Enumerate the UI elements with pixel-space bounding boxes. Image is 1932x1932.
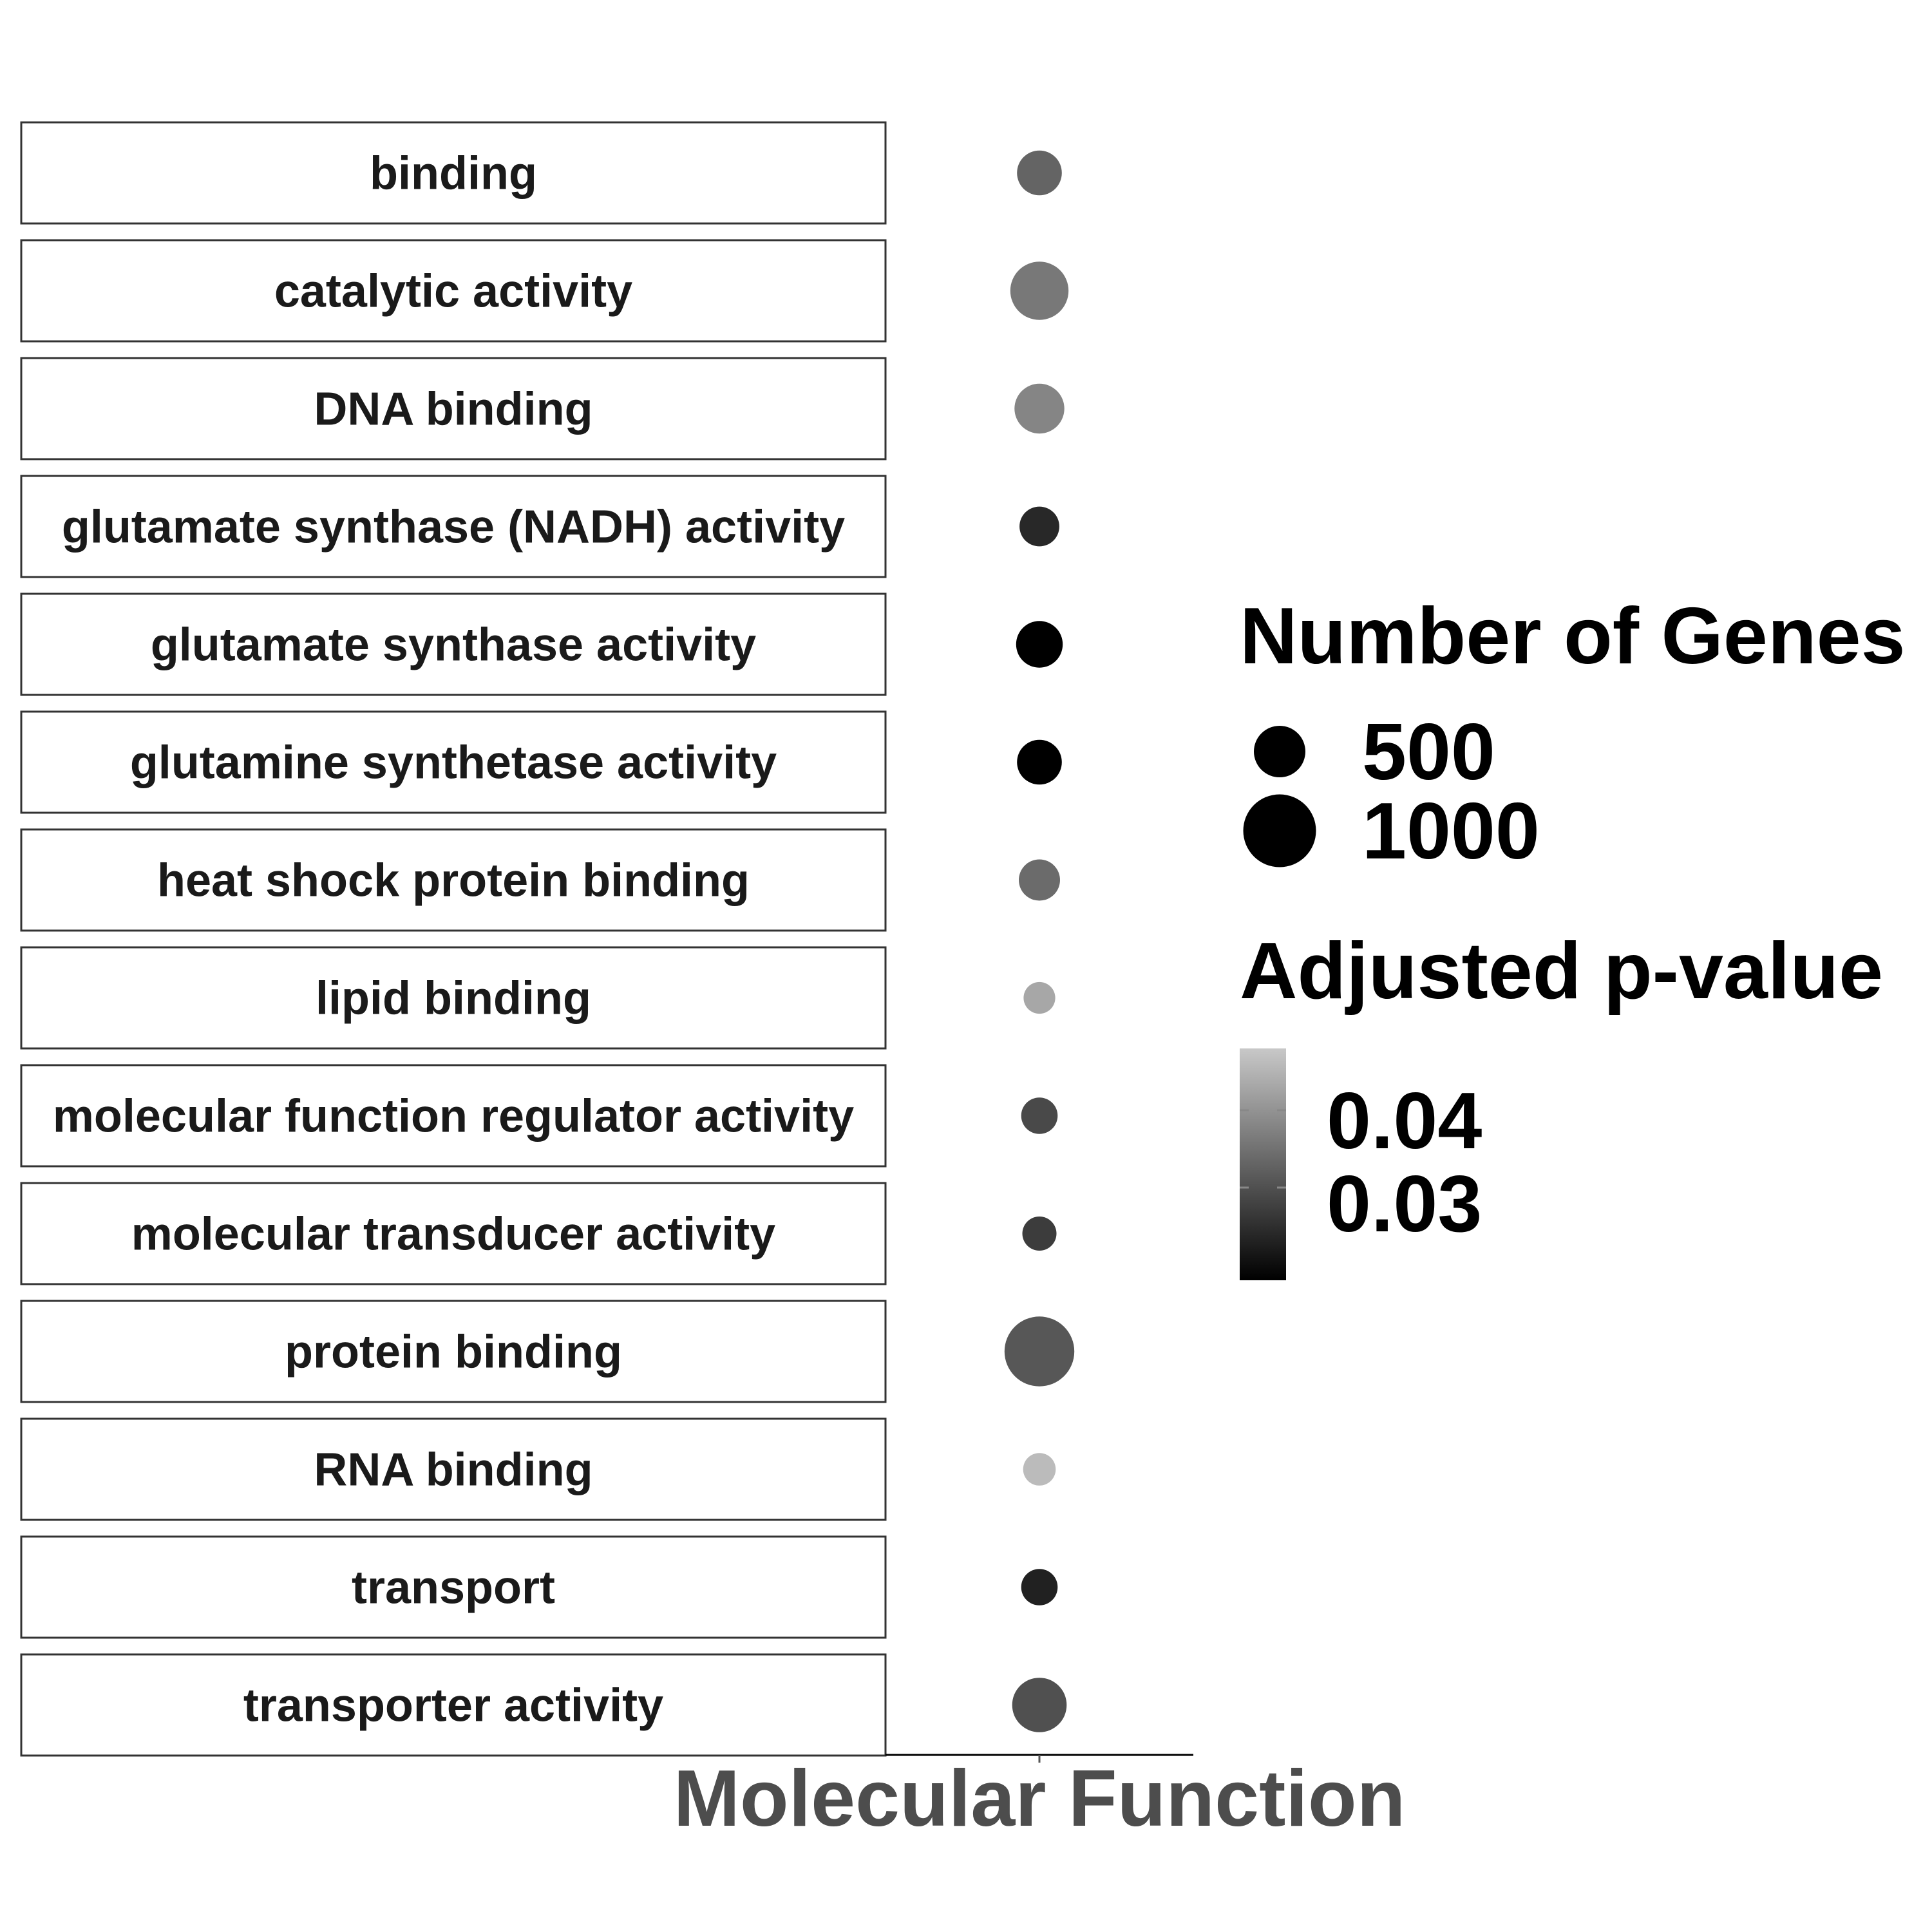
gene-point — [1023, 1453, 1056, 1486]
size-legend-label-500: 500 — [1362, 708, 1495, 797]
gene-point — [1014, 383, 1065, 434]
color-legend-label-0.03: 0.03 — [1327, 1160, 1482, 1249]
term-box — [20, 1300, 887, 1403]
gene-point — [1012, 1678, 1067, 1732]
term-label: glutamate synthase (NADH) activity — [62, 502, 845, 553]
size-legend-key-1000 — [1243, 794, 1316, 867]
gene-point — [1019, 859, 1060, 901]
gene-point — [1019, 506, 1059, 547]
color-legend-bar — [1240, 1048, 1286, 1280]
gene-point — [1021, 1569, 1058, 1605]
gene-point — [1017, 150, 1062, 196]
term-box — [20, 592, 887, 696]
term-label: protein binding — [285, 1327, 622, 1378]
term-label: glutamine synthetase activity — [130, 737, 777, 789]
term-label: RNA binding — [314, 1444, 592, 1496]
term-box — [20, 1535, 887, 1639]
x-axis-title: Molecular Function — [674, 1754, 1406, 1843]
term-label: lipid binding — [316, 973, 591, 1025]
gene-point — [1004, 1316, 1075, 1387]
term-label: glutamate synthase activity — [151, 620, 756, 671]
term-box — [20, 357, 887, 460]
term-label: molecular function regulator activity — [53, 1091, 854, 1142]
term-box — [20, 828, 887, 932]
term-box — [20, 946, 887, 1050]
term-box — [20, 1417, 887, 1521]
term-box — [20, 1182, 887, 1285]
term-box — [20, 1064, 887, 1168]
term-label: catalytic activity — [274, 266, 632, 317]
term-label: DNA binding — [314, 384, 592, 435]
term-box — [20, 710, 887, 814]
term-box — [20, 475, 887, 578]
color-legend-ticks — [1240, 1109, 1286, 1189]
gene-point — [1010, 261, 1069, 320]
color-legend-title: Adjusted p-value — [1240, 927, 1883, 1016]
term-label: transporter activity — [243, 1680, 663, 1732]
gene-points — [1004, 150, 1075, 1732]
size-legend-key-500 — [1254, 726, 1305, 777]
gene-point — [1017, 739, 1062, 785]
term-label: molecular transducer activity — [131, 1209, 775, 1260]
size-legend-label-1000: 1000 — [1362, 787, 1540, 876]
gene-point — [1021, 1097, 1058, 1134]
term-label: binding — [370, 148, 537, 200]
term-box — [20, 121, 887, 225]
color-legend-label-0.04: 0.04 — [1327, 1077, 1482, 1166]
term-box — [20, 1653, 887, 1757]
term-label: heat shock protein binding — [157, 855, 750, 907]
term-label: transport — [352, 1562, 555, 1614]
gene-point — [1022, 1217, 1057, 1251]
term-box — [20, 239, 887, 343]
gene-point — [1016, 621, 1063, 668]
gene-point — [1023, 981, 1056, 1014]
size-legend-title: Number of Genes — [1240, 592, 1906, 681]
